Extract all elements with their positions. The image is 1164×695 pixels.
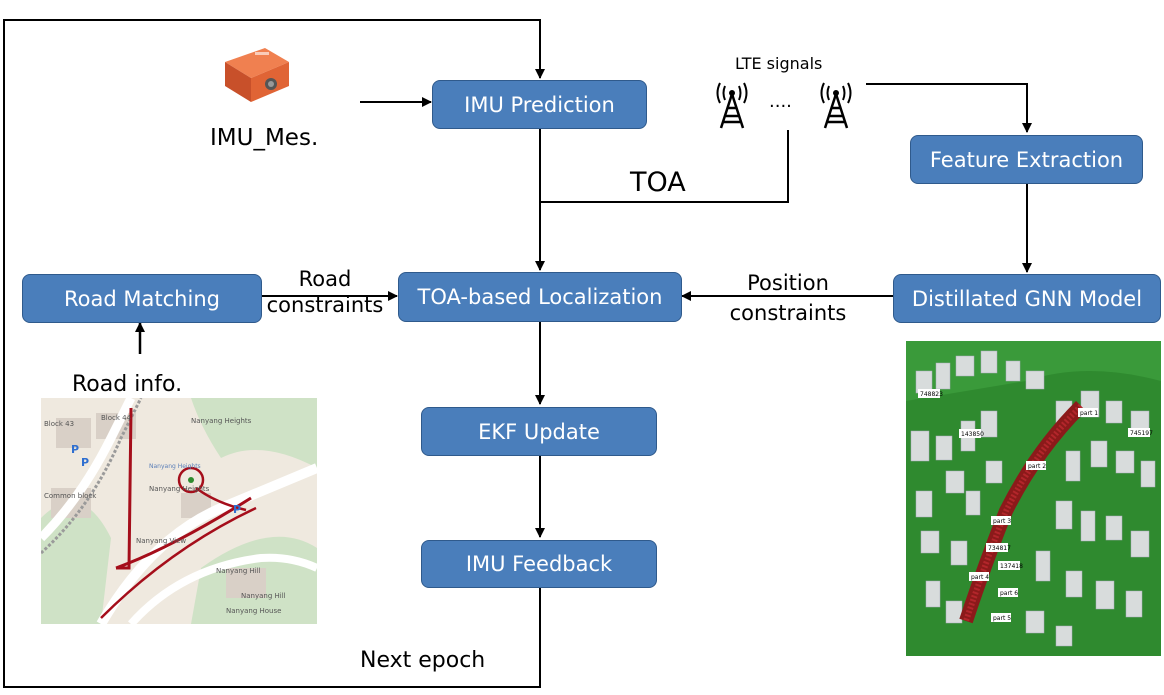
road-info-label: Road info. xyxy=(72,372,183,397)
road-map-image: Block 43 Block 44 Common block Nanyang H… xyxy=(41,398,317,624)
svg-text:Nanyang Hill: Nanyang Hill xyxy=(241,592,286,600)
road-constraints-label: Road constraints xyxy=(266,266,384,318)
svg-text:Nanyang House: Nanyang House xyxy=(226,607,281,615)
imu-prediction-node: IMU Prediction xyxy=(432,80,647,129)
imu-feedback-node: IMU Feedback xyxy=(421,540,657,588)
svg-text:P: P xyxy=(71,443,79,456)
position-constraints-label: Position constraints xyxy=(718,268,858,328)
road-constraints-line1: Road xyxy=(298,267,352,291)
feedback-loop-arrow xyxy=(3,19,545,688)
imu-mes-label: IMU_Mes. xyxy=(210,125,319,151)
toa-line xyxy=(540,130,789,203)
svg-text:748823: 748823 xyxy=(920,391,943,398)
road-constraints-line2: constraints xyxy=(266,293,384,317)
svg-text:part 1: part 1 xyxy=(1080,410,1098,417)
svg-text:part 5: part 5 xyxy=(993,615,1011,622)
cell-tower-icon xyxy=(817,82,855,130)
svg-text:734817: 734817 xyxy=(988,545,1011,552)
ekf-update-node: EKF Update xyxy=(421,407,657,456)
svg-text:143850: 143850 xyxy=(961,431,984,438)
road-matching-node: Road Matching xyxy=(22,274,262,323)
svg-text:137418: 137418 xyxy=(1000,563,1023,570)
imu-device-image xyxy=(215,40,295,108)
svg-text:Block 43: Block 43 xyxy=(44,420,74,428)
feature-extraction-node: Feature Extraction xyxy=(910,135,1143,184)
position-constraints-line2: constraints xyxy=(729,301,847,325)
svg-text:part 6: part 6 xyxy=(1000,590,1018,597)
svg-text:Common block: Common block xyxy=(44,492,97,500)
lte-to-feature-arrow xyxy=(866,83,1032,133)
svg-text:745197: 745197 xyxy=(1130,430,1153,437)
position-constraints-line1: Position xyxy=(747,271,829,295)
svg-text:part 2: part 2 xyxy=(1028,463,1046,470)
svg-text:Nanyang Heights: Nanyang Heights xyxy=(149,485,210,493)
next-epoch-label: Next epoch xyxy=(360,648,486,673)
svg-text:Nanyang View: Nanyang View xyxy=(136,537,186,545)
city-3d-model-image: 748823 143850 745197 734817 137418 part … xyxy=(906,341,1161,656)
svg-text:part 4: part 4 xyxy=(971,574,989,581)
toa-localization-node: TOA-based Localization xyxy=(398,272,682,322)
svg-text:Nanyang Heights: Nanyang Heights xyxy=(191,417,252,425)
lte-signals-label: LTE signals xyxy=(735,54,823,73)
toa-label: TOA xyxy=(630,167,686,198)
cell-tower-icon xyxy=(713,82,751,130)
svg-text:Block 44: Block 44 xyxy=(101,414,132,422)
svg-text:part 3: part 3 xyxy=(993,518,1011,525)
svg-text:P: P xyxy=(81,456,89,469)
gnn-model-node: Distillated GNN Model xyxy=(893,274,1161,323)
svg-text:Nanyang Heights: Nanyang Heights xyxy=(149,463,201,470)
svg-text:Nanyang Hill: Nanyang Hill xyxy=(216,567,261,575)
towers-ellipsis: ···· xyxy=(769,96,792,117)
svg-text:P: P xyxy=(233,503,241,516)
